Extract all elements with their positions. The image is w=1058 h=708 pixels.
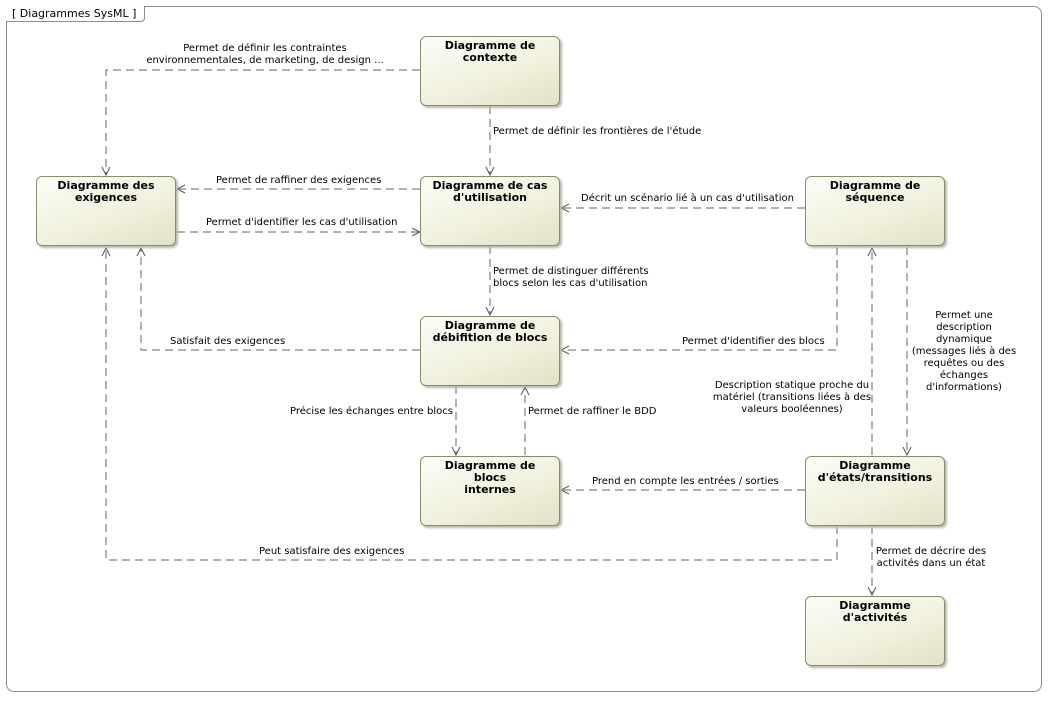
label-echanges-blocs: Précise les échanges entre blocs xyxy=(290,406,453,417)
label-peut-satisfaire: Peut satisfaire des exigences xyxy=(259,546,405,557)
label-frontieres: Permet de définir les frontières de l'ét… xyxy=(493,126,702,137)
node-sequence-title: Diagramme de séquence xyxy=(829,179,921,204)
label-satisfait: Satisfait des exigences xyxy=(170,336,286,347)
label-contraintes: Permet de définir les contraintes enviro… xyxy=(146,43,384,66)
edge-blocs-exigences xyxy=(141,248,420,351)
edge-etats-exigences xyxy=(106,248,838,561)
diagram-frame xyxy=(6,6,1042,692)
node-etats-transitions-title: Diagramme d'états/transitions xyxy=(817,459,933,484)
node-sequence[interactable]: Diagramme de séquence xyxy=(805,176,945,246)
node-activites[interactable]: Diagramme d'activités xyxy=(805,596,945,666)
label-raffiner-exigences: Permet de raffiner des exigences xyxy=(216,175,382,186)
node-cas-utilisation-title: Diagramme de cas d'utilisation xyxy=(432,179,548,204)
node-etats-transitions[interactable]: Diagramme d'états/transitions xyxy=(805,456,945,526)
label-distinguer-blocs: Permet de distinguer différents blocs se… xyxy=(493,266,649,289)
edge-contexte-exigences xyxy=(106,69,420,175)
label-identifier-cas: Permet d'identifier les cas d'utilisatio… xyxy=(206,217,398,228)
node-contexte[interactable]: Diagramme de contexte xyxy=(420,36,560,106)
node-blocs[interactable]: Diagramme de débifition de blocs xyxy=(420,316,560,386)
node-blocs-internes-title: Diagramme de blocs internes xyxy=(444,459,536,496)
label-scenario: Décrit un scénario lié à un cas d'utilis… xyxy=(581,193,794,204)
edge-sequence-blocs xyxy=(561,247,838,350)
label-dynamique: Permet une description dynamique (messag… xyxy=(911,310,1017,393)
label-decrire-activites: Permet de décrire des activités dans un … xyxy=(875,546,987,569)
node-blocs-title: Diagramme de débifition de blocs xyxy=(432,319,548,344)
label-statique: Description statique proche du matériel … xyxy=(712,380,872,415)
label-entrees-sorties: Prend en compte les entrées / sorties xyxy=(592,476,779,487)
label-identifier-blocs: Permet d'identifier des blocs xyxy=(682,336,825,347)
node-blocs-internes[interactable]: Diagramme de blocs internes xyxy=(420,456,560,526)
node-contexte-title: Diagramme de contexte xyxy=(444,39,536,64)
node-exigences-title: Diagramme des exigences xyxy=(57,179,155,204)
label-raffiner-bdd: Permet de raffiner le BDD xyxy=(528,406,657,417)
node-exigences[interactable]: Diagramme des exigences xyxy=(36,176,176,246)
node-cas-utilisation[interactable]: Diagramme de cas d'utilisation xyxy=(420,176,560,246)
node-activites-title: Diagramme d'activités xyxy=(839,599,911,624)
frame-title: [ Diagrammes SysML ] xyxy=(6,6,146,22)
